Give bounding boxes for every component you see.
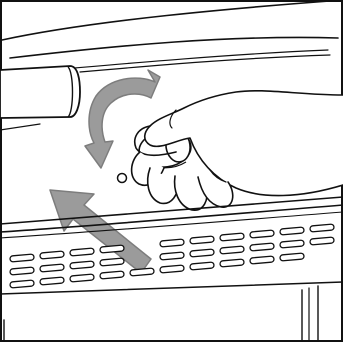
base-panel	[0, 282, 343, 342]
appliance-top-panel	[2, 0, 343, 74]
indicator-mark	[118, 174, 127, 183]
door-handle	[0, 66, 80, 118]
